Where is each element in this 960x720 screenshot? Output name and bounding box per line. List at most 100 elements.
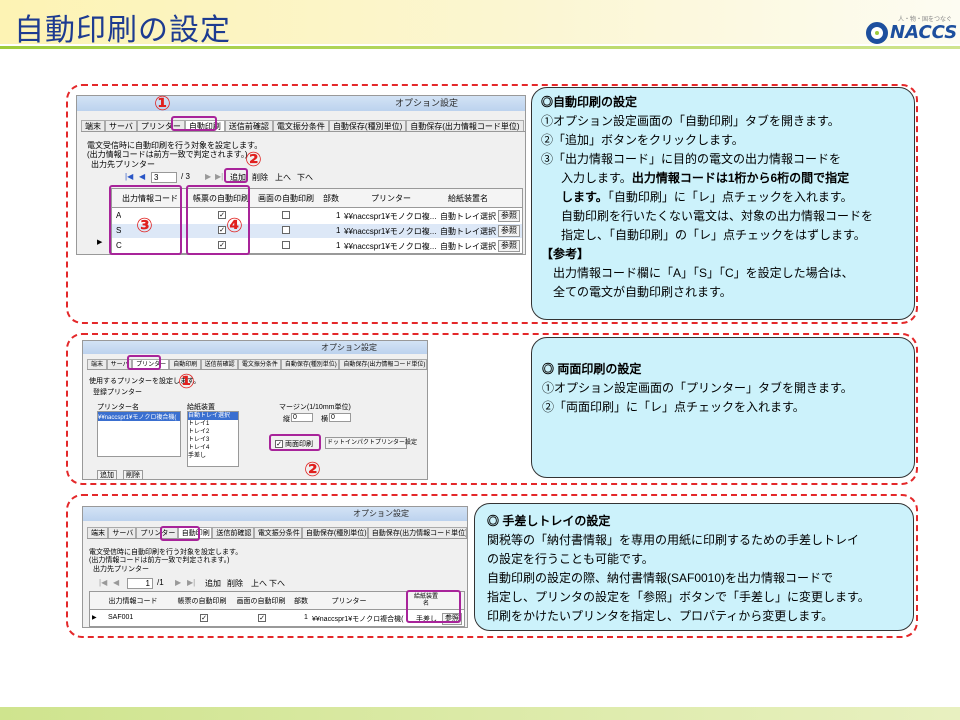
tray-item[interactable]: トレイ3	[188, 437, 210, 443]
page-number-field[interactable]: 3	[151, 172, 177, 183]
table-row[interactable]: C ✓ 1 ¥¥naccspr1¥モノクロ複... 自動トレイ選択 参照	[112, 239, 522, 253]
cell-output-code[interactable]: S	[116, 226, 122, 235]
checkbox-form-auto-print[interactable]: ✓	[200, 614, 208, 622]
nav-prev-button[interactable]: ◀	[113, 578, 120, 587]
checkbox-form-auto-print[interactable]: ✓	[218, 241, 226, 249]
callout-heading: ◎ 手差しトレイの設定	[487, 514, 611, 528]
page-number-field[interactable]: 1	[127, 578, 153, 589]
nav-prev-button[interactable]: ◀	[139, 172, 146, 181]
tray-item[interactable]: 手差し	[188, 453, 207, 459]
table-row[interactable]: A ✓ 1 ¥¥naccspr1¥モノクロ複... 自動トレイ選択 参照	[112, 209, 522, 223]
checkbox-form-auto-print[interactable]: ✓	[218, 211, 226, 219]
tab-message-sort[interactable]: 電文振分条件	[272, 120, 329, 131]
reference-button[interactable]: 参照	[498, 225, 520, 237]
checkbox-screen-auto-print[interactable]	[282, 211, 290, 219]
toolbar-delete-button[interactable]: 削除	[227, 579, 243, 588]
cell-copies[interactable]: 1	[304, 614, 308, 621]
tab-pre-send-confirm[interactable]: 送信前確認	[224, 120, 273, 131]
tray-item[interactable]: トレイ1	[188, 421, 210, 427]
printer-list-item[interactable]: ¥¥naccspr1¥モノクロ複合機(	[98, 412, 180, 421]
callout-heading: ◎自動印刷の設定	[541, 95, 638, 109]
cell-paper-tray[interactable]: 自動トレイ選択	[440, 242, 496, 251]
naccs-logo: 人・物・国をつなぐ NACCS	[866, 16, 957, 46]
printer-name-label: プリンター名	[97, 404, 139, 411]
nav-next-button[interactable]: ▶	[175, 578, 182, 587]
tab-printer[interactable]: プリンター	[132, 359, 170, 369]
tab-auto-save-code[interactable]: 自動保存(出力情報コード単位)	[406, 120, 524, 131]
toolbar-add-button[interactable]: 追加	[205, 579, 221, 588]
tray-item[interactable]: トレイ2	[188, 429, 210, 435]
tab-terminal[interactable]: 端末	[87, 359, 107, 369]
tab-terminal[interactable]: 端末	[81, 120, 105, 131]
tray-item[interactable]: トレイ4	[188, 445, 210, 451]
printer-listbox[interactable]: ¥¥naccspr1¥モノクロ複合機(	[97, 411, 181, 457]
toolbar-down-button[interactable]: 下へ	[297, 173, 313, 182]
cell-printer[interactable]: ¥¥naccspr1¥モノクロ複合機(	[312, 616, 404, 623]
table-row[interactable]: S ✓ 1 ¥¥naccspr1¥モノクロ複... 自動トレイ選択 参照	[112, 224, 522, 238]
cell-output-code[interactable]: SAF001	[108, 614, 134, 621]
delete-printer-button[interactable]: 削除	[123, 470, 143, 479]
toolbar-add-button[interactable]: 追加	[230, 173, 246, 182]
tab-message-sort[interactable]: 電文振分条件	[253, 527, 302, 538]
cell-copies[interactable]: 1	[336, 241, 341, 250]
tab-strip: 端末 サーバ プリンター 自動印刷 送信前確認 電文振分条件 自動保存(種別単位…	[81, 120, 525, 132]
cell-copies[interactable]: 1	[336, 226, 341, 235]
tab-terminal[interactable]: 端末	[87, 527, 109, 538]
highlight-manual-tray-cell	[406, 590, 461, 623]
margin-vertical-input[interactable]: 0	[291, 413, 313, 422]
paper-tray-label: 給紙装置	[187, 404, 215, 411]
tab-printer[interactable]: プリンター	[136, 527, 178, 538]
cell-output-code[interactable]: C	[116, 241, 122, 250]
duplex-checkbox[interactable]: ✓	[275, 440, 283, 448]
nav-first-button[interactable]: |◀	[125, 172, 134, 181]
nav-next-button[interactable]: ▶	[205, 172, 212, 181]
checkbox-screen-auto-print[interactable]	[282, 241, 290, 249]
page-count: / 3	[181, 172, 190, 181]
cell-paper-tray[interactable]: 自動トレイ選択	[440, 212, 496, 221]
toolbar-up-button[interactable]: 上へ	[275, 173, 291, 182]
toolbar-down-button[interactable]: 下へ	[269, 579, 285, 588]
add-printer-button[interactable]: 追加	[97, 470, 117, 479]
cell-printer[interactable]: ¥¥naccspr1¥モノクロ複...	[344, 212, 437, 221]
tab-message-sort[interactable]: 電文振分条件	[237, 359, 281, 369]
tab-auto-save-type[interactable]: 自動保存(種別単位)	[280, 359, 340, 369]
tab-auto-save-type[interactable]: 自動保存(種別単位)	[301, 527, 368, 538]
dot-impact-printer-settings-button[interactable]: ドットインパクトプリンター設定	[325, 437, 417, 449]
checkbox-screen-auto-print[interactable]: ✓	[258, 614, 266, 622]
col-header-copies: 部数	[323, 193, 339, 203]
cell-copies[interactable]: 1	[336, 211, 341, 220]
checkbox-form-auto-print[interactable]: ✓	[218, 226, 226, 234]
reference-button[interactable]: 参照	[498, 240, 520, 252]
margin-horizontal-input[interactable]: 0	[329, 413, 351, 422]
toolbar-delete-button[interactable]: 削除	[252, 173, 268, 182]
tray-item[interactable]: 自動トレイ選択	[188, 412, 238, 420]
cell-output-code[interactable]: A	[116, 211, 122, 220]
tab-auto-save-type[interactable]: 自動保存(種別単位)	[328, 120, 407, 131]
step-badge-1: ①	[178, 369, 195, 393]
cell-printer[interactable]: ¥¥naccspr1¥モノクロ複...	[344, 242, 437, 251]
tab-pre-send-confirm[interactable]: 送信前確認	[200, 359, 238, 369]
cell-paper-tray[interactable]: 自動トレイ選択	[440, 227, 496, 236]
toolbar-up-button[interactable]: 上へ	[251, 579, 267, 588]
callout-manual-tray: ◎ 手差しトレイの設定 関税等の「納付書情報」を専用の用紙に印刷するための手差し…	[474, 503, 914, 631]
tab-auto-save-code[interactable]: 自動保存(出力情報コード単位)	[367, 527, 467, 538]
paper-tray-listbox[interactable]: 自動トレイ選択 トレイ1 トレイ2 トレイ3 トレイ4 手差し	[187, 411, 239, 467]
tab-server[interactable]: サーバ	[105, 120, 137, 131]
cell-printer[interactable]: ¥¥naccspr1¥モノクロ複...	[344, 227, 437, 236]
tab-server[interactable]: サーバ	[106, 359, 133, 369]
tab-printer[interactable]: プリンター	[136, 120, 185, 131]
callout-line: 自動印刷の設定の際、納付書情報(SAF0010)を出力情報コードで	[487, 571, 834, 585]
tab-server[interactable]: サーバ	[108, 527, 137, 538]
nav-first-button[interactable]: |◀	[99, 578, 108, 587]
checkbox-screen-auto-print[interactable]	[282, 226, 290, 234]
reference-button[interactable]: 参照	[498, 210, 520, 222]
tab-auto-print[interactable]: 自動印刷	[184, 120, 225, 131]
nav-last-button[interactable]: ▶|	[215, 172, 224, 181]
margin-vertical-label: 縦	[283, 416, 290, 423]
nav-last-button[interactable]: ▶|	[187, 578, 196, 587]
tab-pre-send-confirm[interactable]: 送信前確認	[212, 527, 254, 538]
tab-auto-save-code[interactable]: 自動保存(出力情報コード単位)	[339, 359, 427, 369]
col-header-screen-auto-print: 画面の自動印刷	[236, 597, 286, 605]
cell-paper-tray[interactable]: 手差し	[416, 616, 437, 623]
tab-auto-print[interactable]: 自動印刷	[169, 359, 201, 369]
